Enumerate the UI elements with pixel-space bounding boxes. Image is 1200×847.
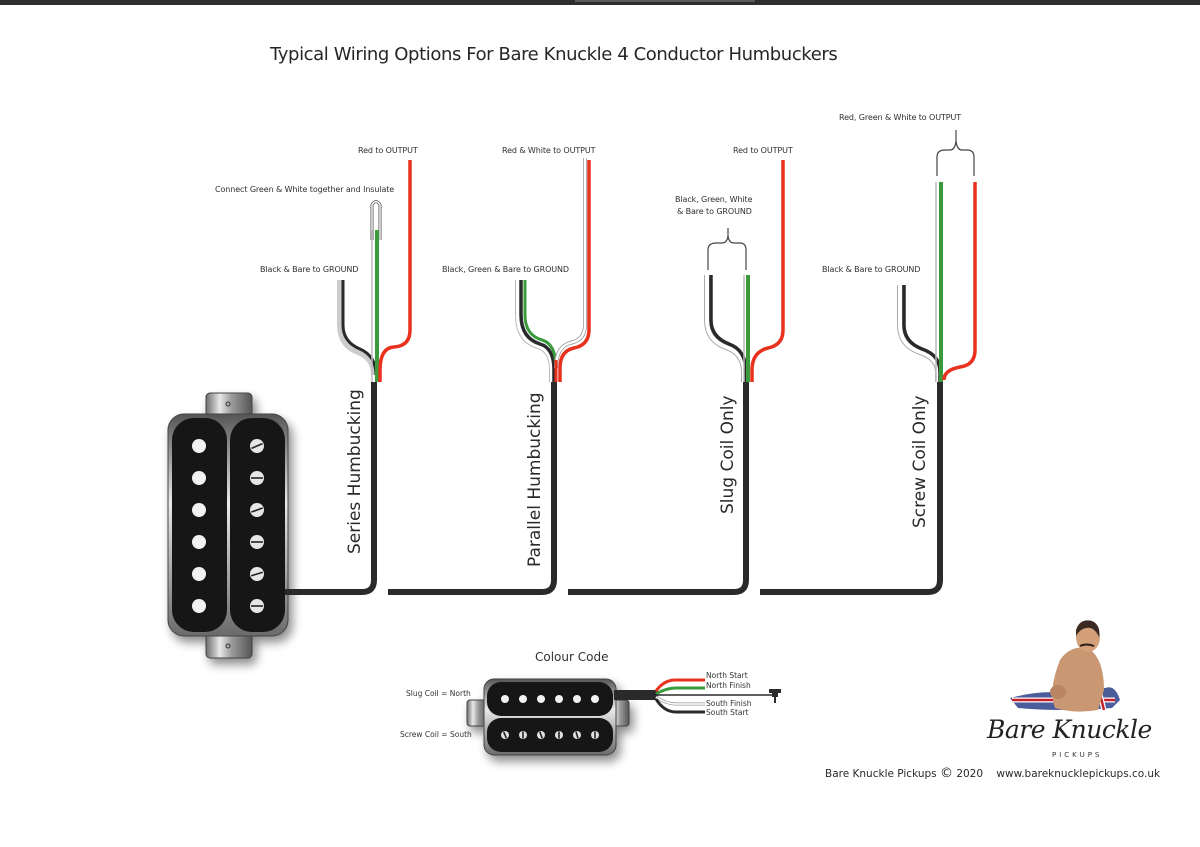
cc-north-start-wire	[654, 678, 705, 692]
mounting-screw-hole-top	[225, 401, 231, 407]
cable-parallel	[388, 382, 557, 595]
colour-code-title: Colour Code	[535, 650, 609, 664]
series-wires	[337, 160, 412, 382]
slug-ground-label-line2: & Bare to GROUND	[677, 207, 752, 216]
series-insulate-label: Connect Green & White together and Insul…	[215, 185, 395, 194]
screw-red-wire	[942, 182, 977, 381]
north-finish-label: North Finish	[706, 681, 751, 690]
cc-slug-pole-piece	[573, 695, 581, 703]
main-humbucker-pickup	[167, 392, 289, 659]
slug-pole-piece	[192, 599, 206, 613]
website-link[interactable]: www.bareknucklepickups.co.uk	[996, 768, 1161, 780]
screw-pole-pieces	[250, 439, 264, 613]
cable-slug	[568, 382, 749, 595]
parallel-ground-label: Black, Green & Bare to GROUND	[442, 265, 569, 274]
boxer-moustache	[1079, 643, 1095, 647]
cc-cable-jacket	[614, 690, 658, 700]
screw-slot	[251, 507, 263, 513]
screw-coil-bobbin	[230, 418, 285, 632]
screw-slot	[502, 731, 508, 739]
cc-slug-pole-piece	[501, 695, 509, 703]
option-slug-coil-only: Slug Coil Only	[718, 395, 738, 514]
parallel-red-wire	[558, 160, 591, 382]
screw-slot	[251, 571, 263, 577]
option-parallel-humbucking: Parallel Humbucking	[525, 392, 545, 567]
cc-slug-bobbin	[487, 682, 613, 716]
slug-wires	[704, 160, 785, 382]
copyright-text: Bare Knuckle Pickups	[825, 768, 937, 780]
screw-ground-label: Black & Bare to GROUND	[822, 265, 921, 274]
boxer-torso	[1052, 647, 1104, 712]
slug-pole-pieces	[192, 439, 206, 613]
cable-series	[285, 382, 377, 595]
cc-slug-pole-piece	[519, 695, 527, 703]
option-series-humbucking: Series Humbucking	[345, 389, 365, 554]
cc-slug-pole-piece	[555, 695, 563, 703]
ground-symbol-icon	[769, 689, 781, 703]
window-tab-indicator	[575, 0, 755, 2]
screw-slot	[251, 442, 263, 450]
logo-illustration	[1010, 620, 1120, 712]
series-ground-label: Black & Bare to GROUND	[260, 265, 359, 274]
brand-logo-subtitle: PICKUPS	[1052, 751, 1103, 759]
screw-slot	[575, 731, 579, 739]
screw-wires	[897, 130, 977, 382]
footer-credit: Bare Knuckle Pickups © 2020 www.bareknuc…	[825, 766, 1160, 781]
cc-slug-pole-piece	[537, 695, 545, 703]
screw-output-bracket	[936, 140, 975, 176]
option-screw-coil-only: Screw Coil Only	[910, 395, 930, 528]
brand-logo-text: Bare Knuckle	[987, 715, 1152, 744]
copyright-symbol: ©	[939, 766, 953, 781]
cable-runs	[285, 382, 943, 595]
cc-slug-pole-piece	[591, 695, 599, 703]
series-output-label: Red to OUTPUT	[358, 146, 418, 155]
cc-south-start-wire	[654, 698, 705, 714]
cable-screw	[760, 382, 943, 595]
slug-ground-bracket	[707, 235, 747, 270]
window-top-bar	[0, 0, 1200, 5]
parallel-black-wire	[519, 280, 556, 382]
slug-pole-piece	[192, 567, 206, 581]
slug-output-label: Red to OUTPUT	[733, 146, 793, 155]
slug-red-wire	[750, 160, 785, 382]
series-black-wire	[341, 280, 378, 376]
cc-lead-wires	[614, 678, 781, 714]
cc-screw-pole-pieces	[501, 731, 599, 739]
south-start-label: South Start	[706, 708, 749, 717]
cc-slug-pole-pieces	[501, 695, 599, 703]
slug-pole-piece	[192, 535, 206, 549]
mounting-screw-hole-bottom	[225, 643, 231, 649]
slug-pole-piece	[192, 471, 206, 485]
south-finish-label: South Finish	[706, 699, 752, 708]
parallel-wires	[515, 158, 591, 382]
screw-slot	[539, 731, 543, 739]
slug-ground-label-line1: Black, Green, White	[675, 195, 753, 204]
slug-pole-piece	[192, 439, 206, 453]
screw-coil-south-label: Screw Coil = South	[400, 730, 472, 739]
slug-coil-bobbin	[172, 418, 227, 632]
cc-screw-bobbin	[487, 718, 613, 752]
parallel-output-label: Red & White to OUTPUT	[502, 146, 596, 155]
slug-coil-north-label: Slug Coil = North	[406, 689, 471, 698]
series-red-wire	[378, 160, 412, 382]
colour-code-pickup	[466, 678, 630, 756]
slug-black-wire	[709, 275, 748, 382]
slug-pole-piece	[192, 503, 206, 517]
copyright-year: 2020	[956, 768, 984, 780]
boxer-fist	[1050, 685, 1066, 699]
boxer-hair	[1076, 620, 1100, 637]
screw-output-label: Red, Green & White to OUTPUT	[839, 113, 962, 122]
north-start-label: North Start	[706, 671, 748, 680]
cc-north-finish-wire	[655, 686, 705, 696]
diagram-title: Typical Wiring Options For Bare Knuckle …	[270, 44, 838, 65]
